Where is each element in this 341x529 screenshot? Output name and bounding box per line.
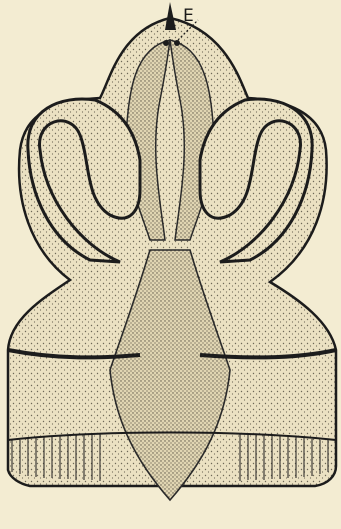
eyespot — [174, 40, 180, 46]
apical-spike — [165, 2, 176, 30]
label-e: E — [183, 6, 194, 26]
eyespot — [163, 40, 169, 46]
